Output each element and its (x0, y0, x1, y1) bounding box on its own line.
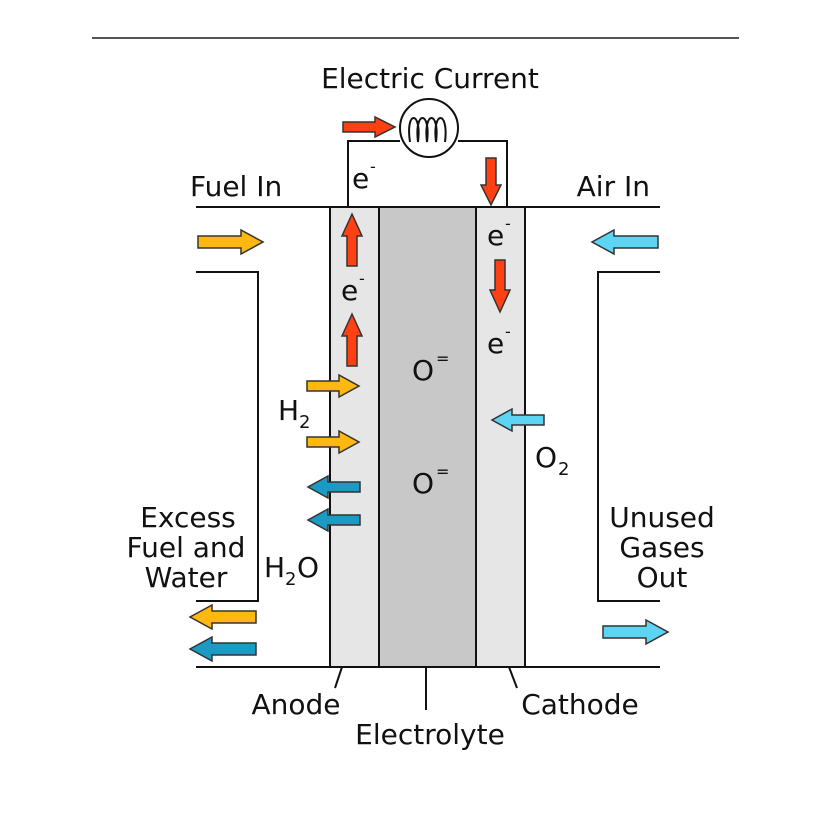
anode-channel-walls (196, 206, 330, 668)
svg-text:=: = (436, 462, 449, 481)
unused-gases-arrow-icon (602, 618, 670, 646)
svg-text:2: 2 (299, 412, 310, 433)
electron-arrow-up-anode-1-icon (340, 212, 364, 267)
fuel-in-arrow-icon (197, 228, 265, 256)
external-circuit-wire (347, 140, 508, 207)
svg-text:O: O (535, 441, 557, 474)
h2-arrow-1-icon (306, 373, 361, 399)
electron-arrow-wire-icon (342, 115, 397, 139)
excess-fuel-arrow-icon (188, 603, 257, 631)
svg-text:Out: Out (637, 561, 688, 594)
label-unused-gases-out: Unused Gases Out (609, 501, 715, 594)
svg-text:H: H (264, 551, 285, 584)
label-fuel-in: Fuel In (190, 170, 282, 203)
h2o-label: H 2 O (264, 551, 319, 590)
electron-label-cathode-2: e - (487, 322, 511, 360)
title-electric-current: Electric Current (321, 62, 539, 95)
label-cathode: Cathode (521, 688, 639, 721)
anode-leader (334, 666, 343, 689)
svg-text:-: - (359, 269, 365, 288)
electron-arrow-down-cathode-icon (488, 259, 512, 314)
svg-text:Water: Water (145, 561, 228, 594)
label-air-in: Air In (577, 170, 650, 203)
svg-text:2: 2 (558, 459, 569, 480)
label-electrolyte: Electrolyte (355, 718, 505, 751)
air-in-arrow-icon (590, 228, 659, 256)
svg-text:O: O (412, 467, 434, 500)
svg-text:2: 2 (285, 569, 296, 590)
svg-text:e: e (341, 274, 358, 307)
label-anode: Anode (251, 688, 340, 721)
electrolyte-layer (378, 206, 477, 668)
svg-text:Unused: Unused (609, 501, 715, 534)
svg-text:O: O (412, 354, 434, 387)
svg-text:e: e (487, 327, 504, 360)
label-excess-fuel-and-water: Excess Fuel and Water (127, 501, 246, 594)
svg-text:Gases: Gases (619, 531, 704, 564)
svg-text:Fuel and: Fuel and (127, 531, 246, 564)
h2-label: H 2 (278, 394, 310, 433)
svg-text:=: = (436, 349, 449, 368)
electron-label-wire: e - (352, 157, 376, 195)
oxide-ion-label-2: O = (412, 462, 449, 500)
o2-label: O 2 (535, 441, 569, 480)
excess-water-arrow-icon (188, 635, 257, 663)
cathode-leader (508, 666, 518, 689)
h2o-arrow-1-icon (306, 474, 361, 500)
electron-arrow-down-wire-icon (479, 157, 503, 207)
svg-text:H: H (278, 394, 299, 427)
svg-text:-: - (370, 157, 376, 176)
h2o-arrow-2-icon (306, 507, 361, 533)
svg-text:e: e (352, 162, 369, 195)
svg-text:-: - (505, 214, 511, 233)
svg-text:O: O (297, 551, 319, 584)
o2-arrow-icon (490, 407, 545, 433)
svg-text:e: e (487, 219, 504, 252)
electron-label-cathode-1: e - (487, 214, 511, 252)
svg-text:Excess: Excess (140, 501, 236, 534)
cathode-channel-walls (525, 206, 660, 668)
svg-text:-: - (505, 322, 511, 341)
h2-arrow-2-icon (306, 429, 361, 455)
oxide-ion-label-1: O = (412, 349, 449, 387)
electron-arrow-up-anode-2-icon (340, 312, 364, 367)
electron-label-anode: e - (341, 269, 365, 307)
lamp-icon (399, 98, 459, 158)
